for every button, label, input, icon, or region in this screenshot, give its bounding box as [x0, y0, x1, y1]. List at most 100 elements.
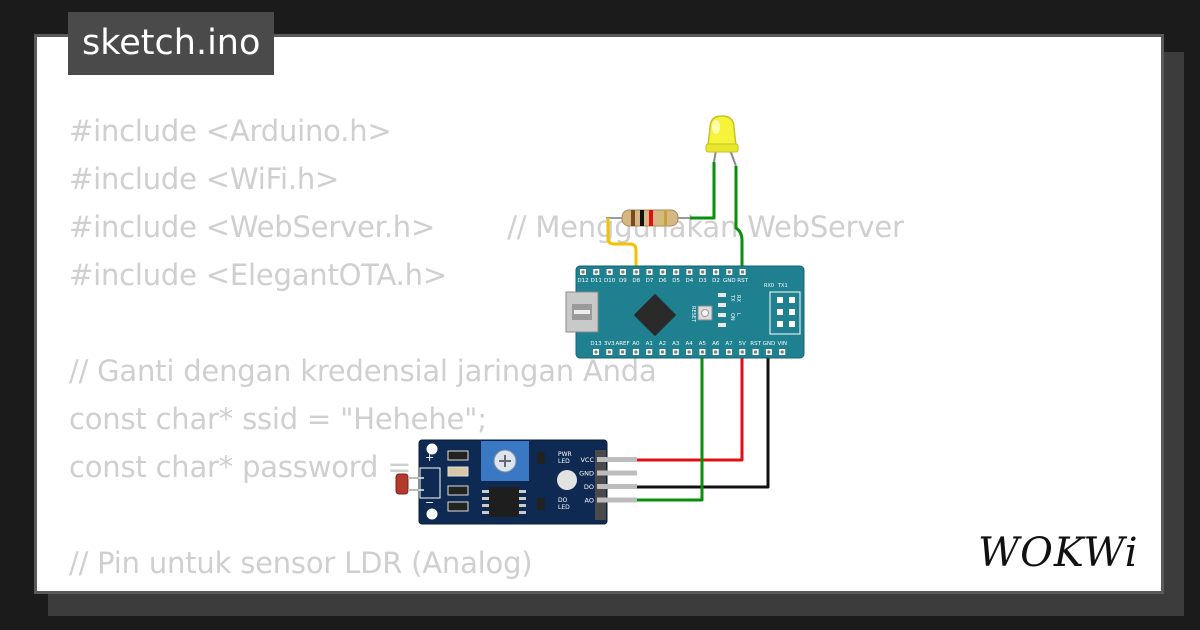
board-pin-hole	[740, 350, 744, 354]
board-pin-hole	[701, 270, 705, 274]
board-pin-hole	[714, 350, 718, 354]
board-pin-label: A5	[699, 341, 707, 347]
board-pin-hole	[674, 270, 678, 274]
code-line: #include <Arduino.h>	[69, 114, 392, 148]
sensor-pin[interactable]	[597, 497, 637, 503]
sensor-pin[interactable]	[597, 470, 637, 476]
ldr-sensor-module[interactable]: + − PWR	[395, 439, 637, 525]
sensor-pin-header: VCC GND DO AO	[579, 450, 637, 520]
board-pin-label: 5V	[739, 341, 746, 347]
board-pin-label: D12	[577, 278, 588, 284]
photoresistor	[395, 473, 424, 495]
code-line: // Ganti dengan kredensial jaringan Anda	[69, 354, 657, 388]
resistor[interactable]	[606, 209, 690, 227]
board-pin-label: A1	[646, 341, 653, 347]
sensor-pin-label: DO	[584, 483, 594, 491]
board-pin-hole	[674, 350, 678, 354]
board-pin-hole	[780, 350, 784, 354]
board-pin-hole	[594, 350, 598, 354]
board-pin-hole	[634, 270, 638, 274]
board-pin-label: A2	[659, 341, 666, 347]
board-pin-label: AREF	[615, 341, 629, 347]
board-pin-hole	[647, 350, 651, 354]
board-pin-hole	[754, 350, 758, 354]
svg-text:+: +	[425, 451, 434, 464]
sensor-pin-label: VCC	[580, 456, 594, 464]
board-pin-label: A0	[632, 341, 640, 347]
board-pin-label: D10	[604, 278, 616, 284]
board-pin-label: D2	[712, 278, 720, 284]
led[interactable]	[705, 115, 739, 167]
do-led-label-2: LED	[558, 504, 570, 511]
board-pin-label: GND	[763, 341, 776, 347]
board-pin-hole	[741, 270, 745, 274]
svg-text:−: −	[425, 496, 434, 509]
status-leds	[718, 293, 726, 327]
board-pin-label: GND	[723, 278, 736, 284]
board-pin-hole	[767, 350, 771, 354]
code-line: #include <ElegantOTA.h>	[69, 258, 447, 292]
top-pin-header	[580, 269, 746, 275]
rx-led-label: RX	[735, 295, 741, 302]
board-pin-label: D3	[699, 278, 707, 284]
reset-button[interactable]	[697, 305, 713, 321]
board-pin-label: RST	[750, 341, 761, 347]
pwr-led-label-1: PWR	[558, 451, 572, 458]
sensor-pin-label: GND	[579, 470, 594, 478]
board-pin-label: D11	[591, 278, 602, 284]
board-pin-label: D7	[646, 278, 654, 284]
board-pin-hole	[607, 350, 611, 354]
board-pin-label: A7	[725, 341, 733, 347]
board-pin-hole	[634, 350, 638, 354]
usb-connector	[565, 291, 599, 333]
board-pin-hole	[687, 350, 691, 354]
l-led-label: L	[735, 313, 741, 316]
code-line: #include <WebServer.h> // Menggunakan We…	[69, 210, 904, 244]
board-pin-label: A6	[712, 341, 720, 347]
board-pin-hole	[660, 350, 665, 354]
file-name-tab: sketch.ino	[68, 12, 275, 75]
board-pin-label: D8	[632, 278, 640, 284]
board-pin-label: D4	[686, 278, 694, 284]
smd-resistors	[447, 450, 469, 512]
wokwi-logo: WOKWi	[978, 530, 1139, 576]
wokwi-wordmark: WOKWi	[978, 530, 1139, 576]
sensor-pin-label: AO	[585, 497, 594, 505]
code-line: const char* ssid = "Hehehe";	[69, 402, 487, 436]
icsp-header	[769, 291, 801, 335]
board-pin-hole	[661, 270, 665, 274]
board-pin-label: VIN	[777, 341, 787, 347]
potentiometer-knob[interactable]	[481, 441, 529, 481]
board-pin-hole	[714, 270, 718, 274]
board-pin-label: D13	[590, 341, 602, 347]
board-pin-hole	[727, 350, 731, 354]
wires[interactable]	[606, 162, 770, 502]
sensor-pin[interactable]	[597, 457, 637, 462]
reset-label: RESET	[690, 306, 696, 323]
board-pin-hole	[687, 270, 692, 274]
board-pin-hole	[608, 270, 612, 274]
board-pin-label: 3V3	[604, 341, 615, 347]
comparator-chip	[482, 487, 526, 517]
code-line: // Pin untuk sensor LDR (Analog)	[69, 546, 533, 580]
board-pin-hole	[621, 350, 625, 354]
rx0-label: RX0	[764, 283, 774, 289]
tx-led-label: TX	[729, 294, 735, 302]
board-pin-hole	[647, 270, 652, 274]
board-pin-label: A3	[672, 341, 680, 347]
board-pin-hole	[727, 270, 731, 274]
sensor-pin[interactable]	[597, 484, 637, 489]
code-line: #include <WiFi.h>	[69, 162, 340, 196]
board-pin-label: D5	[672, 278, 680, 284]
board-pin-hole	[594, 270, 598, 274]
on-led-label: ON	[729, 313, 735, 321]
board-pin-hole	[581, 270, 585, 274]
board-pin-label: A4	[685, 341, 693, 347]
do-led-label-1: DO	[558, 497, 568, 504]
board-pin-label: RST	[737, 278, 748, 284]
board-pin-hole	[700, 350, 705, 354]
